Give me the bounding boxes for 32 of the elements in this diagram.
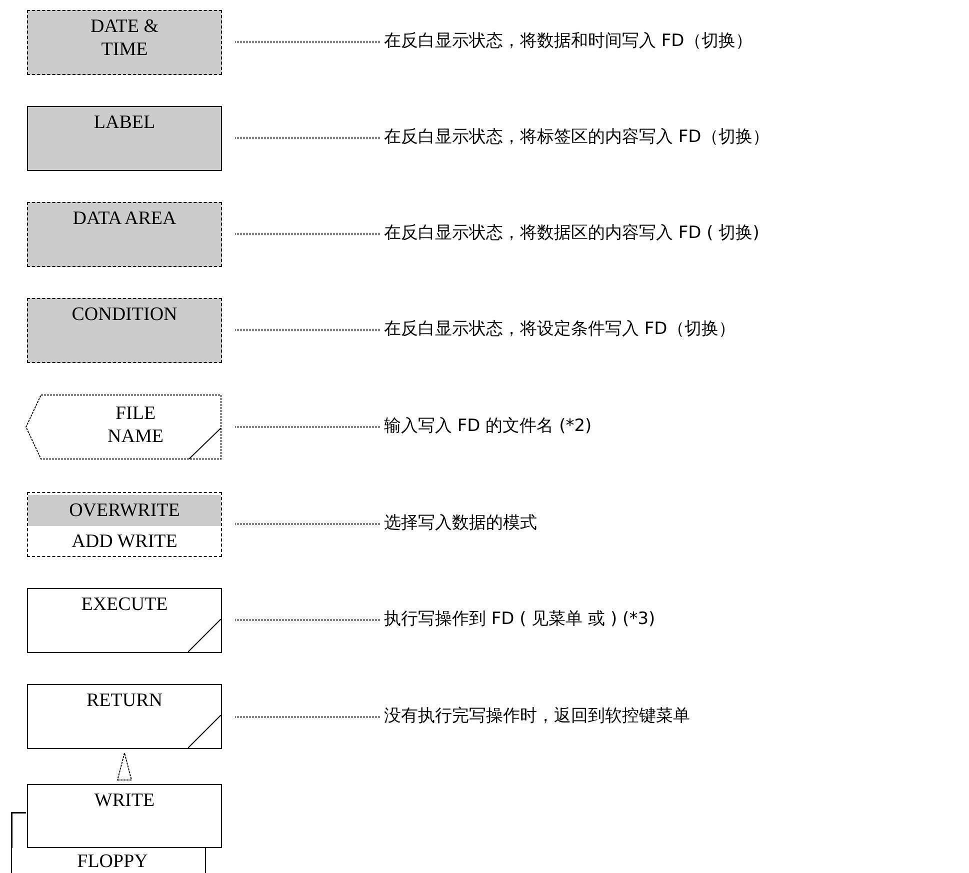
description-text: 在反白显示状态，将设定条件写入 FD（切换） <box>384 318 736 342</box>
leader-line <box>234 716 380 718</box>
key-label: FLOPPY <box>76 851 148 873</box>
softkey <box>27 106 222 171</box>
key-label: WRITE <box>93 789 156 812</box>
description-text: 在反白显示状态，将数据和时间写入 FD（切换） <box>384 30 752 54</box>
description-text: 没有执行完写操作时，返回到软控键菜单 <box>384 705 690 728</box>
softkey <box>27 492 222 557</box>
key-label: DATA AREA <box>72 207 178 230</box>
description-text: 输入写入 FD 的文件名 (*2) <box>384 415 592 438</box>
softkey <box>27 202 222 267</box>
menu-tab <box>11 848 206 873</box>
description-text: 在反白显示状态，将标签区的内容写入 FD（切换） <box>384 126 770 150</box>
softkey <box>27 684 222 749</box>
description-text: 在反白显示状态，将数据区的内容写入 FD ( 切换) <box>384 222 760 246</box>
softkey <box>25 394 222 460</box>
key-label: FILE NAME <box>106 402 164 448</box>
key-label: DATE & TIME <box>89 15 160 61</box>
key-label: EXECUTE <box>80 593 169 616</box>
leader-line <box>234 426 380 428</box>
softkey <box>27 784 222 848</box>
selected-option: OVERWRITE <box>28 495 221 526</box>
description-text: 执行写操作到 FD ( 见菜单 或 ) (*3) <box>384 608 656 632</box>
key-label: RETURN <box>86 689 164 712</box>
menu-up-arrow <box>116 751 132 780</box>
key-label: LABEL <box>92 111 156 134</box>
softkey <box>27 10 222 75</box>
description-text: 选择写入数据的模式 <box>384 512 537 536</box>
key-label: CONDITION <box>70 303 178 326</box>
softkey <box>27 588 222 653</box>
softkey <box>27 298 222 363</box>
option-label: ADD WRITE <box>70 530 178 554</box>
